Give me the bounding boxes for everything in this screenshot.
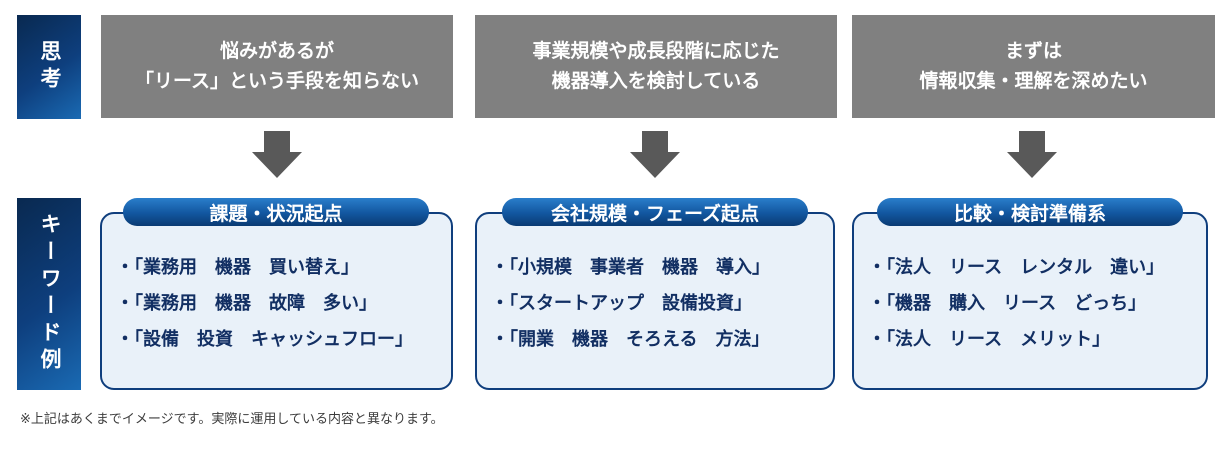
keyword-item: ・「スタートアップ 設備投資」 xyxy=(491,293,752,313)
thought-box-2-line1: 事業規模や成長段階に応じた xyxy=(532,41,780,63)
thought-box-1-line2: 「リース」という手段を知らない xyxy=(134,70,420,92)
category-pill-2: 会社規模・フェーズ起点 xyxy=(502,198,808,226)
thought-box-2-line2: 機器導入を検討している xyxy=(551,70,761,92)
row-label-thought-text: 思考 xyxy=(38,40,61,94)
category-pill-2-text: 会社規模・フェーズ起点 xyxy=(550,203,760,225)
keyword-item: ・「機器 購入 リース どっち」 xyxy=(868,293,1147,313)
keyword-item: ・「法人 リース レンタル 違い」 xyxy=(868,257,1165,277)
row-label-keywords-text: キーワード例 xyxy=(38,213,61,375)
category-pill-1-text: 課題・状況起点 xyxy=(209,203,343,225)
category-pill-3-text: 比較・検討準備系 xyxy=(953,203,1106,225)
category-pill-1: 課題・状況起点 xyxy=(123,198,429,226)
keyword-list-1: ・「業務用 機器 買い替え」 ・「業務用 機器 故障 多い」 ・「設備 投資 キ… xyxy=(102,214,451,350)
row-label-thought: 思考 xyxy=(17,15,81,119)
down-arrow-icon xyxy=(252,131,302,178)
keyword-item: ・「設備 投資 キャッシュフロー」 xyxy=(116,329,413,349)
row-label-keywords: キーワード例 xyxy=(17,198,81,390)
keyword-box-3: ・「法人 リース レンタル 違い」 ・「機器 購入 リース どっち」 ・「法人 … xyxy=(852,212,1208,390)
footnote: ※上記はあくまでイメージです。実際に運用している内容と異なります。 xyxy=(20,411,444,426)
down-arrow-icon xyxy=(630,131,680,178)
thought-box-1-line1: 悩みがあるが xyxy=(219,41,334,63)
thought-box-3: まずは 情報収集・理解を深めたい xyxy=(852,15,1215,118)
keyword-list-3: ・「法人 リース レンタル 違い」 ・「機器 購入 リース どっち」 ・「法人 … xyxy=(854,214,1206,350)
keyword-item: ・「業務用 機器 買い替え」 xyxy=(116,257,359,277)
keyword-item: ・「業務用 機器 故障 多い」 xyxy=(116,293,377,313)
thought-box-2: 事業規模や成長段階に応じた 機器導入を検討している xyxy=(475,15,837,118)
thought-box-1: 悩みがあるが 「リース」という手段を知らない xyxy=(101,15,453,118)
keyword-list-2: ・「小規模 事業者 機器 導入」 ・「スタートアップ 設備投資」 ・「開業 機器… xyxy=(477,214,833,350)
keyword-item: ・「法人 リース メリット」 xyxy=(868,329,1111,349)
keyword-item: ・「開業 機器 そろえる 方法」 xyxy=(491,329,770,349)
category-pill-3: 比較・検討準備系 xyxy=(877,198,1183,226)
down-arrow-icon xyxy=(1007,131,1057,178)
thought-box-3-line1: まずは xyxy=(1004,41,1062,63)
keyword-box-2: ・「小規模 事業者 機器 導入」 ・「スタートアップ 設備投資」 ・「開業 機器… xyxy=(475,212,835,390)
keyword-box-1: ・「業務用 機器 買い替え」 ・「業務用 機器 故障 多い」 ・「設備 投資 キ… xyxy=(100,212,453,390)
thought-box-3-line2: 情報収集・理解を深めたい xyxy=(919,70,1148,92)
keyword-item: ・「小規模 事業者 機器 導入」 xyxy=(491,257,770,277)
